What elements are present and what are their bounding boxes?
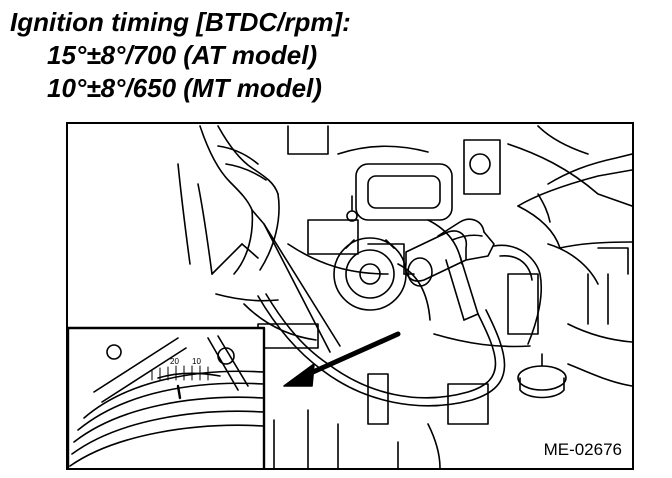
timing-spec-mt-model: 10°±8°/650 (MT model)	[47, 73, 322, 103]
timing-light	[404, 218, 495, 321]
engine-illustration-frame: 20 10 ME-02676	[66, 122, 634, 470]
hand	[517, 153, 632, 249]
timing-light-cable	[257, 244, 543, 407]
radiator-cap	[517, 247, 632, 399]
timing-spec-at-model: 15°±8°/700 (AT model)	[47, 40, 318, 70]
timing-spec-heading: Ignition timing [BTDC/rpm]: 15°±8°/700 (…	[10, 6, 351, 105]
figure-id: ME-02676	[541, 440, 624, 460]
view-arrow	[283, 331, 401, 387]
engine-block	[215, 125, 632, 468]
intake-duct	[177, 125, 280, 275]
clip-leads	[211, 209, 341, 353]
timing-mark-inset	[68, 326, 266, 468]
timing-spec-title: Ignition timing [BTDC/rpm]:	[10, 7, 351, 37]
engine-illustration	[68, 125, 632, 468]
